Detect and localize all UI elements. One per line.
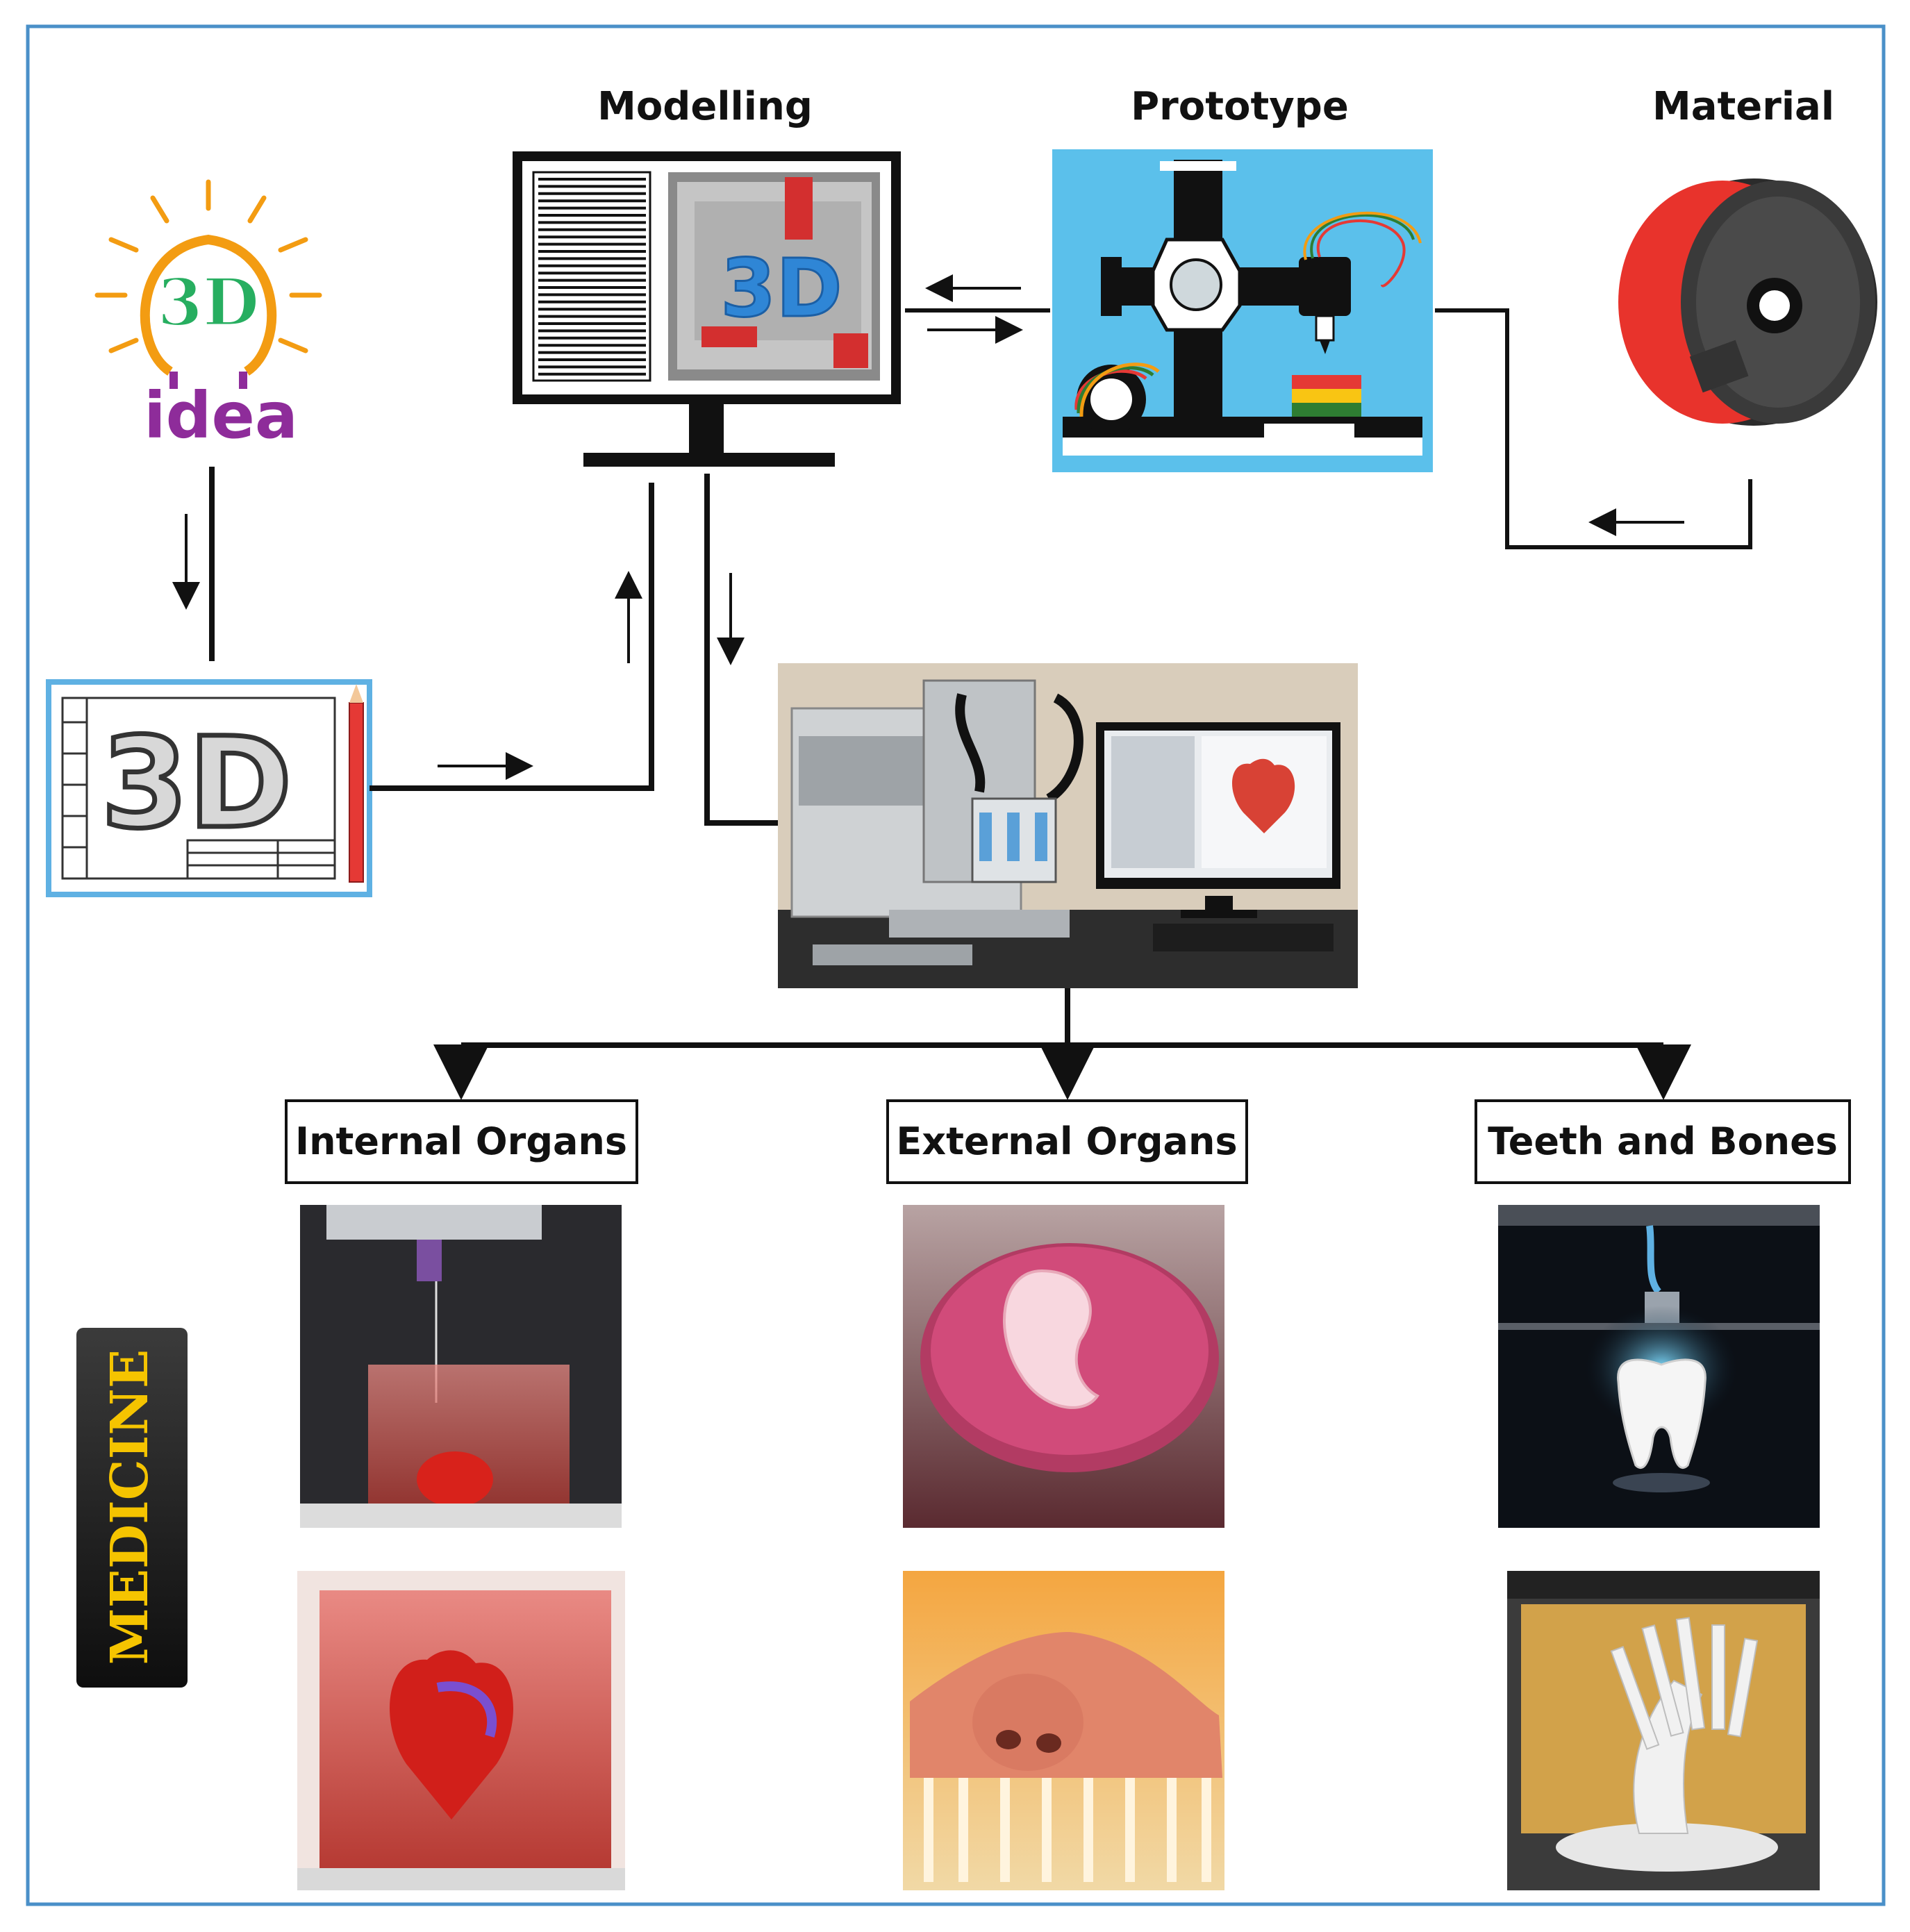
bioprinter-heart-printing-photo [300, 1205, 622, 1528]
category-teeth-and-bones: Teeth and Bones [1475, 1099, 1851, 1184]
idea-word: idea [144, 378, 298, 453]
modelling-title: Modelling [597, 84, 813, 129]
internal-organs-label: Internal Organs [295, 1119, 627, 1163]
printed-ear-in-dish-photo [903, 1205, 1224, 1528]
material-title: Material [1652, 84, 1834, 129]
material-to-prototype-connector [1435, 308, 1752, 549]
bioprinter-workstation-photo [778, 663, 1358, 988]
monitor-code-lines [538, 178, 646, 376]
category-external-organs: External Organs [886, 1099, 1248, 1184]
printed-heart-in-gel-photo [297, 1571, 625, 1890]
3d-printer-illustration [1052, 149, 1433, 472]
printed-tooth-photo [1498, 1205, 1820, 1528]
printed-foot-bones-photo [1507, 1571, 1820, 1890]
idea-lightbulb-icon: 3D idea [94, 179, 322, 453]
printed-nose-photo [903, 1571, 1224, 1890]
teeth-and-bones-label: Teeth and Bones [1488, 1119, 1838, 1163]
external-organs-label: External Organs [896, 1119, 1237, 1163]
outer-frame [26, 24, 1886, 1906]
medicine-badge-text: MEDICINE [100, 1349, 160, 1665]
medicine-badge: MEDICINE [76, 1328, 188, 1688]
monitor-3d-mark: 3D [720, 242, 842, 335]
prototype-title: Prototype [1131, 84, 1349, 129]
3d-sketch-card: 3D [46, 679, 372, 897]
sketch-3d-mark: 3D [101, 711, 292, 856]
modelling-to-bioprinter-connector [704, 474, 778, 826]
filament-spool-illustration [1618, 178, 1877, 426]
idea-3d-mark: 3D [158, 265, 260, 341]
modelling-monitor: 3D [513, 151, 901, 467]
sketch-to-modelling-connector [369, 483, 654, 791]
category-internal-organs: Internal Organs [285, 1099, 638, 1184]
